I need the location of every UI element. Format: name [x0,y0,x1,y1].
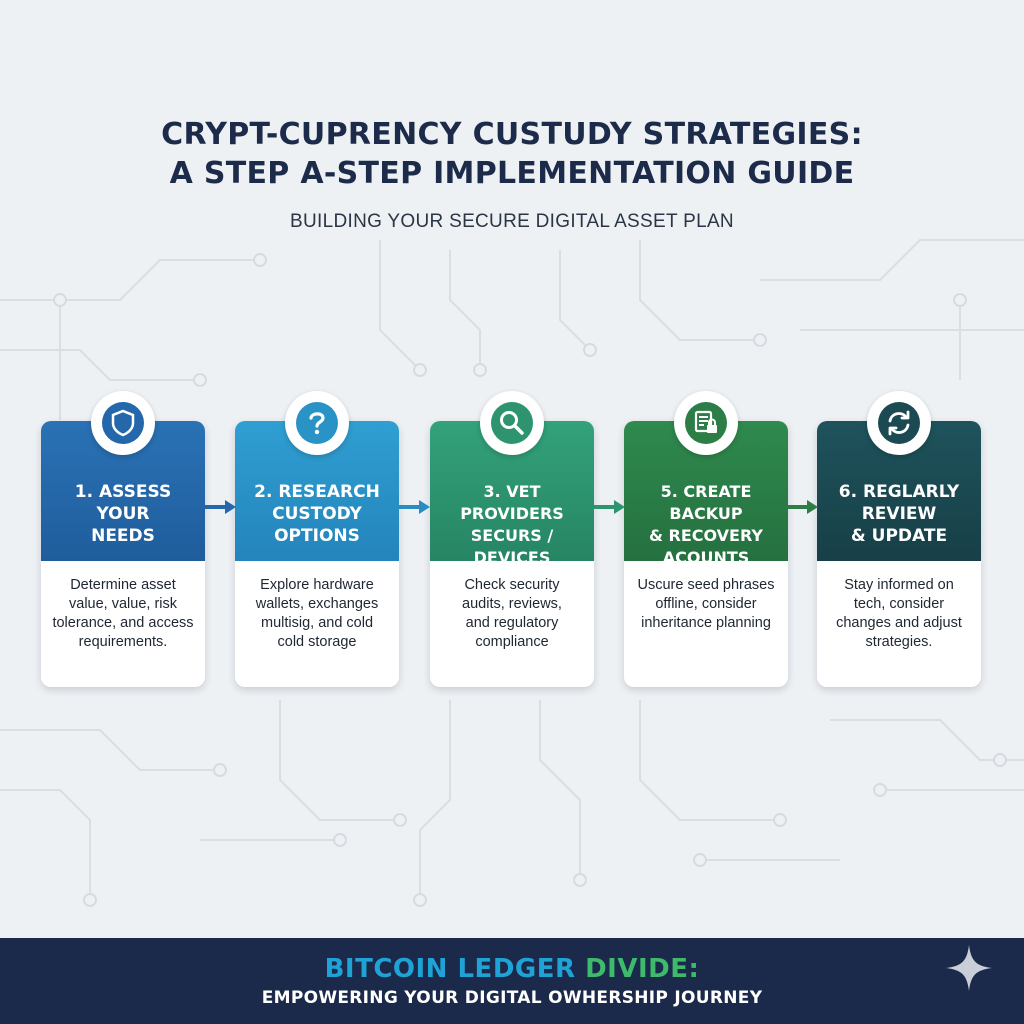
page-title-line2: A STEP A-STEP IMPLEMENTATION GUIDE [169,156,855,191]
step-arrow-2 [399,500,430,514]
magnifier-icon [491,402,533,444]
step-arrow-1 [205,500,236,514]
footer-brand-part1: BITCOIN LEDGER [324,954,576,984]
step-arrow-3 [594,500,625,514]
page-title-line1: CRYPT-CUPRENCY CUSTUDY STRATEGIES: [161,117,863,152]
document-lock-icon [685,402,727,444]
step-icon-badge [91,391,155,455]
step-arrow-4 [787,500,818,514]
step-icon-badge [285,391,349,455]
footer-brand: BITCOIN LEDGER DIVIDE: [0,954,1024,984]
circuit-background [0,239,1024,907]
refresh-icon [878,402,920,444]
question-icon [296,402,338,444]
shield-icon [102,402,144,444]
footer-banner [0,938,1024,1024]
footer-brand-part2: DIVIDE: [585,954,700,984]
page-subtitle: BUILDING YOUR SECURE DIGITAL ASSET PLAN [290,211,734,232]
footer-tagline: EMPOWERING YOUR DIGITAL OWHERSHIP JOURNE… [261,988,763,1008]
step-icon-badge [867,391,931,455]
step-icon-badge [674,391,738,455]
sparkle-icon [946,945,992,991]
step-icon-badge [480,391,544,455]
